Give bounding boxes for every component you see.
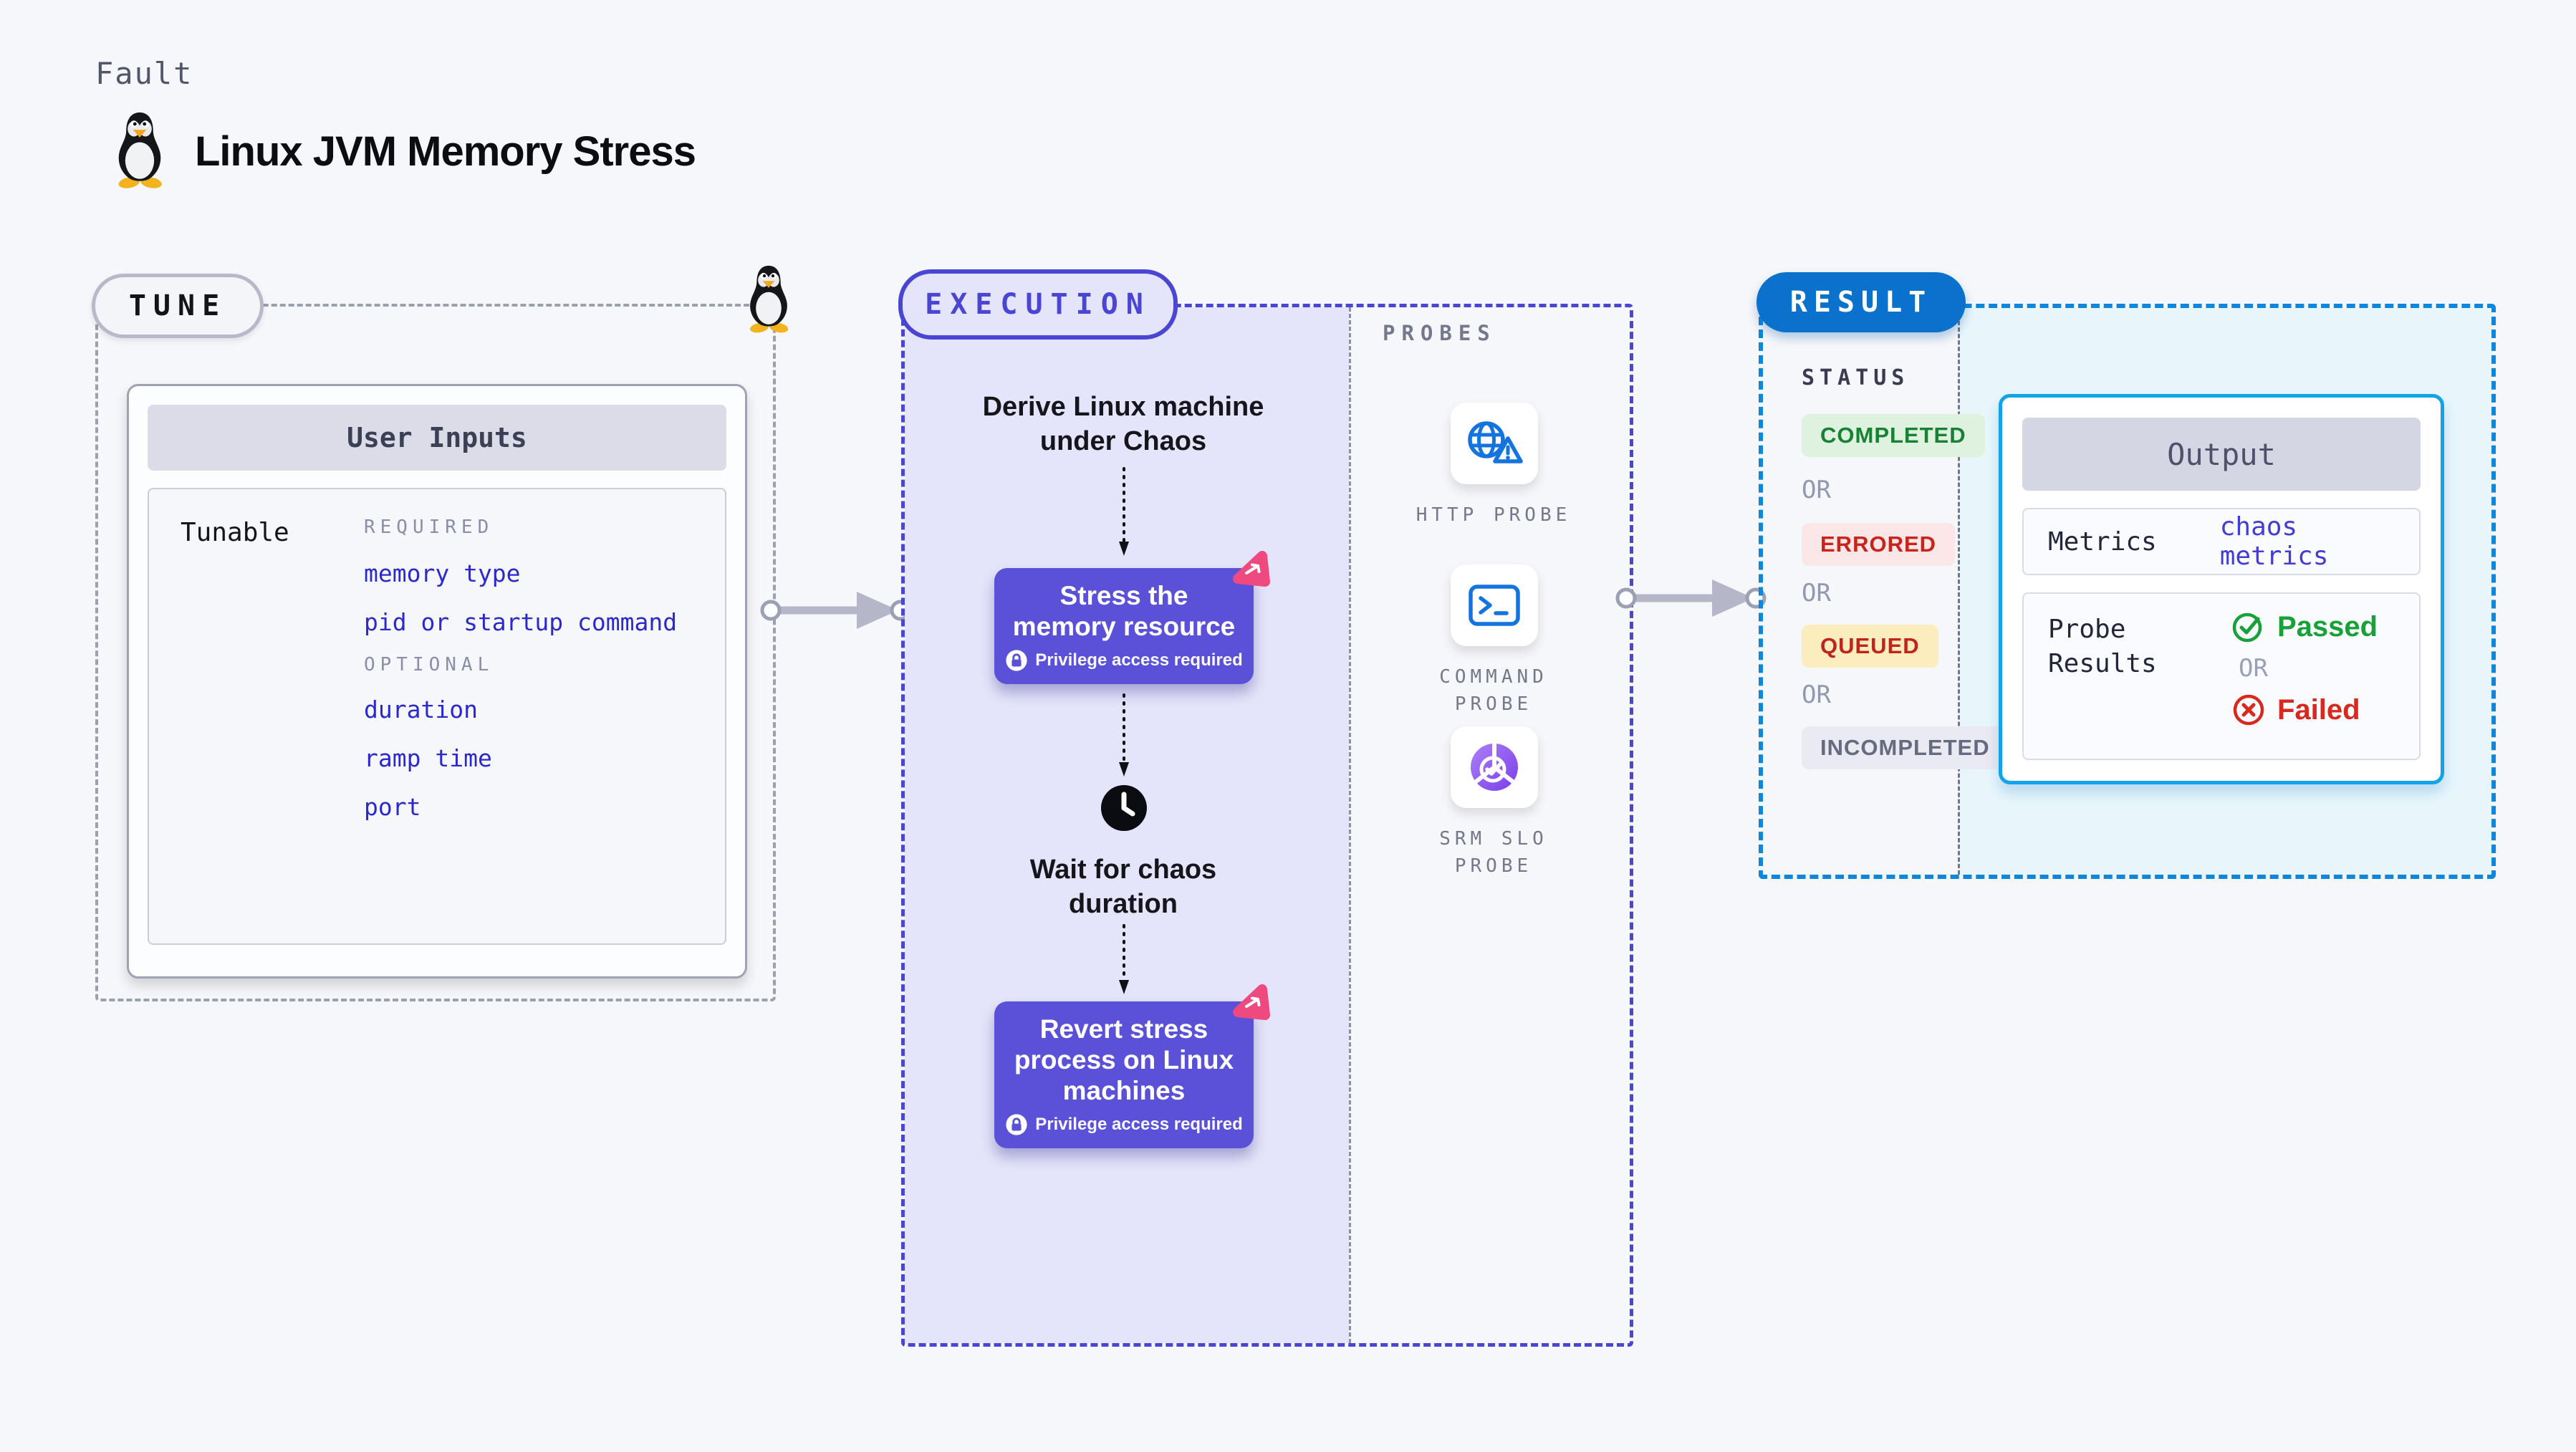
status-column-label: STATUS <box>1802 365 1910 390</box>
optional-group-label: OPTIONAL <box>364 654 494 675</box>
lock-icon <box>1006 650 1027 671</box>
failed-outcome: Failed <box>2231 693 2378 727</box>
tux-penguin-icon <box>118 112 162 188</box>
lock-icon <box>1006 1114 1027 1135</box>
privilege-row: Privilege access required <box>1005 1113 1243 1136</box>
metrics-row: Metrics chaos metrics <box>2022 508 2421 575</box>
globe-warning-icon <box>1468 421 1523 463</box>
srm-slo-probe-card <box>1451 726 1538 808</box>
flow-arrow-icon <box>1615 580 1767 617</box>
dotted-arrow-icon <box>1119 467 1129 556</box>
tune-pill: TUNE <box>92 274 264 338</box>
probes-divider <box>1349 307 1351 1343</box>
user-inputs-card: User Inputs Tunable REQUIRED memory type… <box>127 384 747 979</box>
or-separator: OR <box>1802 579 1831 607</box>
output-card-header: Output <box>2022 418 2421 491</box>
command-probe-label: COMMAND PROBE <box>1439 666 1548 715</box>
http-probe-card <box>1451 403 1538 484</box>
metrics-value-link: chaos metrics <box>2219 512 2329 571</box>
command-probe-card <box>1451 564 1538 646</box>
passed-outcome: Passed <box>2231 610 2378 644</box>
or-separator: OR <box>2239 654 2268 683</box>
or-separator: OR <box>1802 681 1831 709</box>
pie-check-icon <box>1471 743 1518 791</box>
chaos-hexagon-icon <box>1233 551 1270 587</box>
field-memory-type: memory type <box>364 559 521 587</box>
required-group-label: REQUIRED <box>364 516 494 538</box>
user-inputs-header: User Inputs <box>148 405 726 471</box>
derive-step-text: Derive Linux machine under Chaos <box>982 392 1264 456</box>
dotted-arrow-icon <box>1119 924 1129 994</box>
status-badge-completed: COMPLETED <box>1802 414 1985 457</box>
probe-outcomes: Passed OR Failed <box>2231 610 2378 759</box>
fault-kicker: Fault <box>95 56 193 91</box>
x-circle-icon <box>2233 694 2264 726</box>
check-circle-icon <box>2232 612 2262 643</box>
result-pill: RESULT <box>1756 272 1966 332</box>
or-separator: OR <box>1802 476 1831 504</box>
srm-slo-probe-label: SRM SLO PROBE <box>1439 828 1548 877</box>
privilege-row: Privilege access required <box>1005 649 1243 672</box>
status-badge-errored: ERRORED <box>1802 523 1956 566</box>
probe-results-label: Probe Results <box>2048 615 2157 678</box>
terminal-icon <box>1469 585 1520 626</box>
field-ramp-time: ramp time <box>364 744 492 772</box>
stress-memory-step: Stress the memory resource Privilege acc… <box>994 568 1254 684</box>
revert-stress-step: Revert stress process on Linux machines … <box>994 1001 1254 1148</box>
status-badge-queued: QUEUED <box>1802 625 1938 668</box>
tunable-table: Tunable REQUIRED memory type pid or star… <box>148 488 726 945</box>
tune-section-box <box>95 304 776 1001</box>
field-port: port <box>364 793 421 821</box>
probe-results-row: Probe Results Passed OR Fai <box>2022 592 2421 760</box>
flow-arrow-icon <box>760 592 911 629</box>
execution-pill: EXECUTION <box>898 269 1178 340</box>
page-title: Linux JVM Memory Stress <box>195 128 696 175</box>
chaos-hexagon-icon <box>1233 984 1270 1020</box>
dotted-arrow-icon <box>1119 693 1129 777</box>
status-badge-incompleted: INCOMPLETED <box>1802 726 2009 769</box>
wait-step-text: Wait for chaos duration <box>1029 855 1217 919</box>
tux-penguin-icon <box>750 265 789 333</box>
output-card: Output Metrics chaos metrics Probe Resul… <box>1999 394 2444 784</box>
field-pid-or-startup-command: pid or startup command <box>364 608 678 636</box>
probes-section-label: PROBES <box>1383 321 1496 345</box>
clock-icon <box>1101 785 1147 831</box>
tunable-row-label: Tunable <box>181 518 289 547</box>
metrics-label: Metrics <box>2048 527 2157 557</box>
field-duration: duration <box>364 696 478 723</box>
http-probe-label: HTTP PROBE <box>1416 504 1572 526</box>
